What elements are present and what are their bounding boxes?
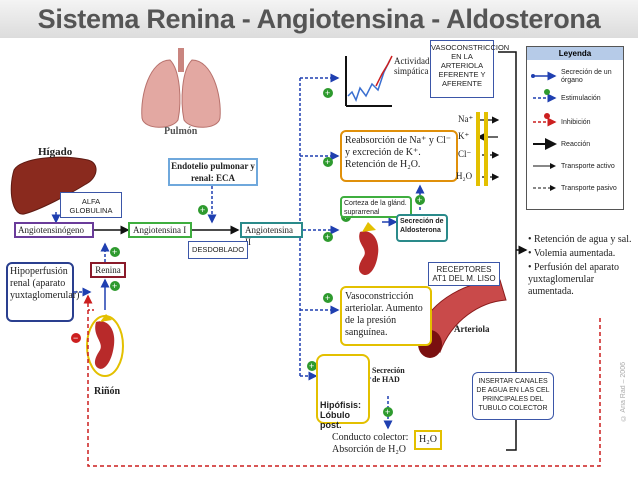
hypoperfusion-box: Hipoperfusión renal (aparato yuxtaglomer… [6,262,79,322]
collecting-duct-label: Conducto colector: Absorción de H₂O [332,432,409,455]
note-arteriole-vasoconstriction: VASOCONSTRICCION EN LA ARTERIOLA EFERENT… [430,40,509,98]
svg-text:+: + [200,205,205,215]
effect-volume-increase: • Volemia aumentada. [528,248,616,259]
legend-item-inhibition: Inhibición [561,119,591,126]
legend-item-stimulation: Estimulación [561,95,601,102]
reabsorption-box: Reabsorción de Na⁺ y Cl⁻ y excreción de … [340,130,458,182]
adrenal-kidney-illustration [358,231,379,276]
note-alpha-globulin: ALFA GLOBULINA [60,192,122,218]
legend: Leyenda Secreción de un órgano Estimulac… [526,46,624,210]
svg-text:+: + [417,195,422,205]
effect-water-salt-retention: • Retención de agua y sal. [528,234,632,245]
angiotensin-1-box: Angiotensina I [128,222,192,238]
legend-item-secretion: Secreción de un órgano [561,69,612,84]
renin-box: Renina [90,262,126,278]
svg-text:+: + [309,361,314,371]
ion-potassium: K⁺ [458,131,470,141]
had-secretion-label: Secreción de HAD [372,366,405,384]
legend-item-active-transport: Transporte activo [561,163,615,170]
adrenal-cortex-box: Corteza de la glánd. suprarrenal [340,196,412,218]
svg-text:+: + [325,88,330,98]
ion-water: H₂O [456,171,473,181]
angiotensin-2-box: Angiotensina II [240,222,303,247]
svg-text:−: − [73,333,78,343]
liver-illustration [10,156,97,215]
legend-item-passive-transport: Transporte pasivo [561,185,617,192]
svg-text:+: + [325,157,330,167]
svg-text:+: + [112,281,117,291]
note-at1-receptors: RECEPTORES AT1 DEL M. LISO [428,262,500,286]
water-channel-box: H₂O [414,430,442,450]
sympathetic-activity-graph [345,55,393,107]
kidney-label: Riñón [94,386,121,397]
watermark: © Aria Rad – 2006 [620,362,627,422]
lungs-illustration [141,48,221,128]
effect-perfusion-increase: • Perfusión del aparato yuxtaglomerular … [528,262,619,297]
legend-item-reaction: Reacción [561,141,591,148]
ion-chloride: Cl⁻ [458,149,472,159]
ion-sodium: Na⁺ [458,114,474,124]
svg-text:+: + [325,293,330,303]
arteriole-label: Arteriola [454,324,490,334]
kidney-illustration [86,314,124,377]
svg-text:+: + [325,232,330,242]
sympathetic-activity-label: Actividad simpática [394,56,430,76]
vasoconstriction-box: Vasoconstricción arteriolar. Aumento de … [340,286,432,346]
note-water-channels: INSERTAR CANALES DE AGUA EN LAS CEL PRIN… [472,372,554,420]
svg-text:+: + [385,407,390,417]
angiotensinogen-box: Angiotensinógeno [14,222,94,238]
lung-label: Pulmón [164,126,198,137]
legend-title: Leyenda [527,47,623,60]
svg-text:+: + [112,247,117,257]
legend-symbols [531,71,557,191]
endothelium-ace-box: Endotelio pulmonar y renal: ECA [168,158,258,186]
page-title: Sistema Renina - Angiotensina - Aldoster… [0,0,638,38]
aldosterone-box: Secreción de Aldosterona [396,214,448,242]
note-cleaved: DESDOBLADO [188,241,248,259]
pituitary-box: Hipófisis: Lóbulo post. [316,354,370,430]
effects-list: • Retención de agua y sal. • Volemia aum… [528,234,636,298]
liver-label: Hígado [38,146,73,158]
